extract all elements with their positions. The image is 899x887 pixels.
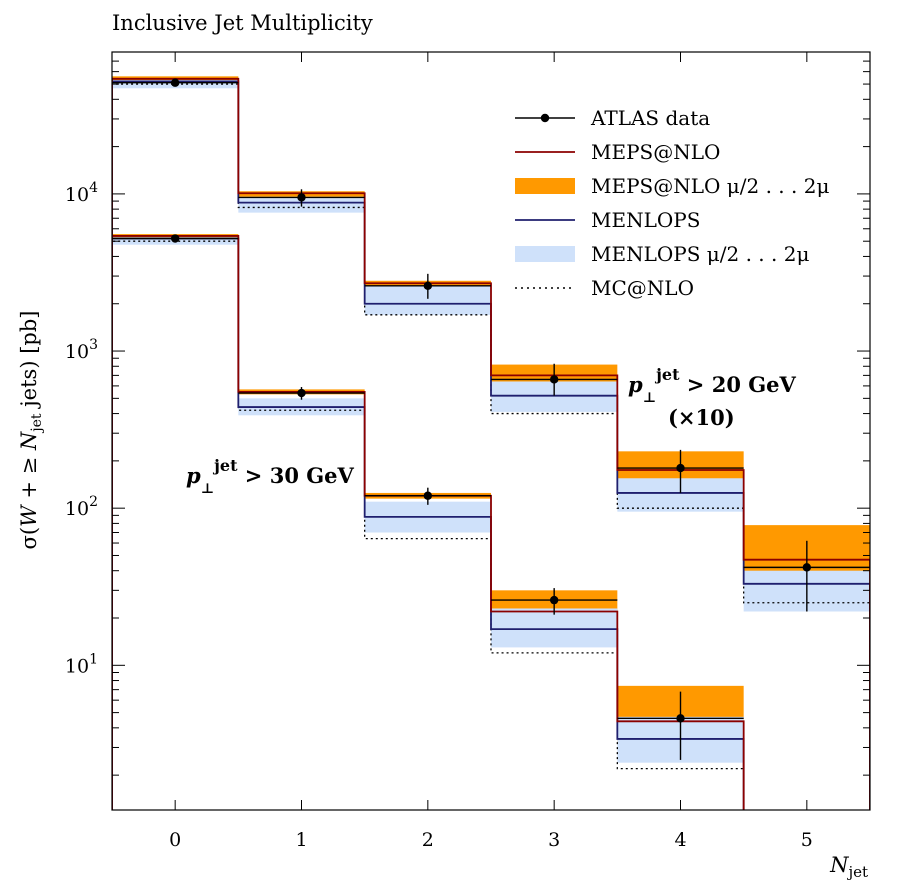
svg-text:p⊥jet > 20 GeV: p⊥jet > 20 GeV: [628, 365, 797, 406]
x-tick-label-1: 1: [295, 829, 307, 851]
y-tick-label-2: 102: [65, 494, 98, 520]
y-axis-label: σ(W + ≥ Njet jets) [pb]: [17, 311, 45, 550]
data-point-pt20-4: [676, 463, 685, 473]
data-point-pt20-3: [549, 375, 559, 384]
svg-text:(×10): (×10): [668, 405, 735, 430]
data-point-pt30-0: [170, 234, 180, 243]
data-point-pt30-1: [297, 388, 306, 398]
legend-label-mcnlo: MC@NLO: [591, 276, 694, 300]
data-point-pt20-0: [170, 78, 180, 87]
legend-swatch-mepsnlo_band: [515, 178, 575, 194]
x-tick-label-5: 5: [801, 829, 813, 851]
chart-title: Inclusive Jet Multiplicity: [112, 11, 373, 35]
x-axis-label: Njet: [829, 853, 868, 881]
annotation-20gev: p⊥jet > 20 GeV (×10): [628, 365, 797, 430]
mepsnlo-line-pt20: [112, 77, 870, 810]
data-point-pt30-4: [676, 714, 685, 723]
legend-label-menlops: MENLOPS: [591, 208, 700, 232]
x-tick-label-4: 4: [674, 829, 686, 851]
menlops-band-pt30-3: [491, 608, 618, 648]
y-tick-label-4: 104: [65, 180, 98, 206]
legend-label-mepsnlo: MEPS@NLO: [591, 140, 720, 164]
y-tick-label-1: 101: [65, 651, 98, 677]
data-point-pt30-2: [423, 491, 433, 500]
legend-swatch-menlops_band: [515, 246, 575, 262]
x-tick-label-2: 2: [422, 829, 434, 851]
annotation-30gev: p⊥jet > 30 GeV: [186, 456, 355, 497]
data-point-pt20-5: [802, 563, 812, 572]
data-point-pt20-1: [297, 193, 306, 202]
plot-frame: [111, 51, 871, 811]
legend-label-mepsnlo_band: MEPS@NLO μ/2 . . . 2μ: [591, 174, 829, 198]
legend-label-data: ATLAS data: [590, 106, 710, 130]
data-point-pt20-2: [423, 281, 433, 291]
legend-swatch-data-point: [540, 113, 550, 123]
data-point-pt30-3: [549, 595, 559, 605]
y-tick-label-3: 103: [65, 337, 98, 363]
svg-text:p⊥jet > 30 GeV: p⊥jet > 30 GeV: [186, 456, 355, 497]
x-tick-label-0: 0: [169, 829, 181, 851]
x-tick-label-3: 3: [548, 829, 560, 851]
legend-label-menlops_band: MENLOPS μ/2 . . . 2μ: [591, 242, 809, 266]
